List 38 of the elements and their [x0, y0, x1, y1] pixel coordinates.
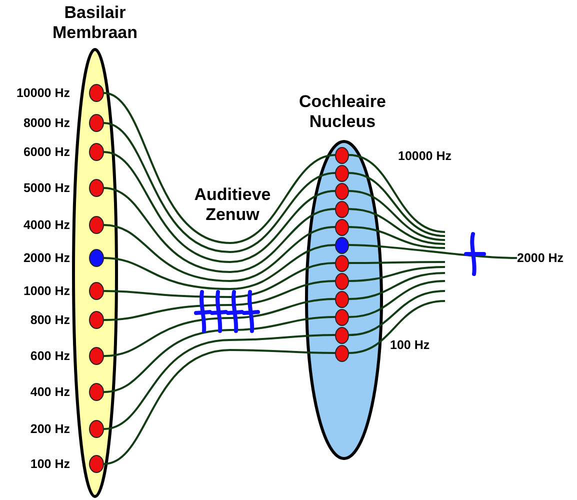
- nerve-fiber: [104, 244, 336, 290]
- nerve-fiber: [348, 290, 446, 336]
- frequency-label: 800 Hz: [30, 313, 70, 327]
- nerve-fiber: [104, 92, 336, 244]
- frequency-label: 2000 Hz: [517, 251, 564, 265]
- frequency-label: 2000 Hz: [23, 251, 70, 265]
- nerve-fiber: [348, 272, 446, 300]
- frequency-label: 4000 Hz: [23, 218, 70, 232]
- nerve-heading: Auditieve Zenuw: [193, 185, 272, 225]
- nerve-fiber: [348, 226, 446, 249]
- nerve-fiber: [348, 190, 446, 241]
- structure-heading: Cochleaire Nucleus: [298, 92, 387, 132]
- nerve-fiber: [104, 262, 336, 298]
- nerve-fiber: [348, 208, 446, 245]
- nerve-fiber: [104, 316, 336, 393]
- frequency-label: 600 Hz: [30, 349, 70, 363]
- nerve-fiber: [348, 244, 518, 259]
- frequency-label: 10000 Hz: [16, 86, 70, 100]
- nerve-fiber: [348, 266, 446, 282]
- nerve-fiber: [104, 280, 336, 321]
- nerve-fiber: [348, 172, 446, 237]
- frequency-label: 400 Hz: [30, 385, 70, 399]
- frequency-label: 5000 Hz: [23, 181, 70, 195]
- nerve-fiber: [348, 154, 446, 233]
- nerve-fiber: [104, 334, 335, 430]
- nerve-fiber: [349, 261, 445, 264]
- frequency-label: 200 Hz: [30, 422, 70, 436]
- frequency-label: 100 Hz: [390, 338, 430, 352]
- frequency-label: 8000 Hz: [23, 116, 70, 130]
- structure-heading: Basilair Membraan: [51, 3, 139, 43]
- nerve-fiber: [348, 280, 446, 318]
- frequency-label: 10000 Hz: [398, 149, 452, 163]
- frequency-label: 6000 Hz: [23, 145, 70, 159]
- frequency-label: 1000 Hz: [23, 284, 70, 298]
- nerve-fiber: [348, 300, 446, 354]
- nerve-fiber: [104, 122, 336, 253]
- nerve-fiber: [104, 349, 335, 465]
- frequency-label: 100 Hz: [30, 457, 70, 471]
